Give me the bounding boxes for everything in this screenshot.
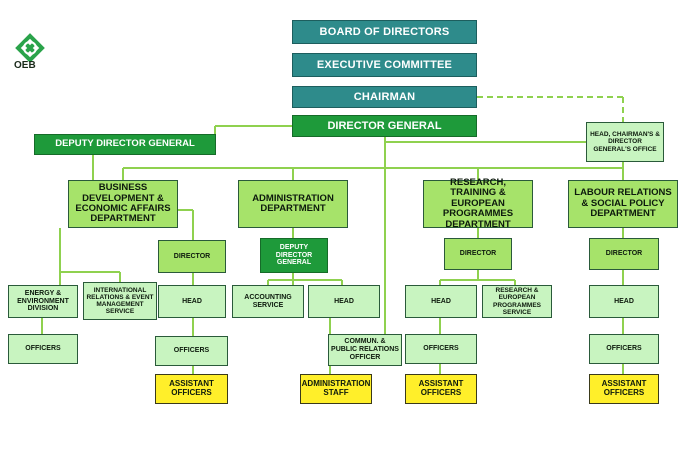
- admin-head-box[interactable]: HEAD: [308, 285, 380, 318]
- research-programmes-service-box[interactable]: RESEARCH & EUROPEAN PROGRAMMES SERVICE: [482, 285, 552, 318]
- head-chairman-office-box[interactable]: HEAD, CHAIRMAN'S & DIRECTOR GENERAL'S OF…: [586, 122, 664, 162]
- research-head-box[interactable]: HEAD: [405, 285, 477, 318]
- labour-assistant-officers-box[interactable]: ASSISTANT OFFICERS: [589, 374, 659, 404]
- admin-deputy-dg-box[interactable]: DEPUTY DIRECTOR GENERAL: [260, 238, 328, 273]
- labour-director-box[interactable]: DIRECTOR: [589, 238, 659, 270]
- labour-head-box[interactable]: HEAD: [589, 285, 659, 318]
- board-of-directors-box[interactable]: BOARD OF DIRECTORS: [292, 20, 477, 44]
- energy-officers-box[interactable]: OFFICERS: [8, 334, 78, 364]
- business-assistant-officers-box[interactable]: ASSISTANT OFFICERS: [155, 374, 228, 404]
- administration-staff-box[interactable]: ADMINISTRATION STAFF: [300, 374, 372, 404]
- research-department-box[interactable]: RESEARCH, TRAINING & EUROPEAN PROGRAMMES…: [423, 177, 533, 229]
- executive-committee-box[interactable]: EXECUTIVE COMMITTEE: [292, 53, 477, 77]
- deputy-director-general-box[interactable]: DEPUTY DIRECTOR GENERAL: [34, 134, 216, 155]
- labour-officers-box[interactable]: OFFICERS: [589, 334, 659, 364]
- research-director-box[interactable]: DIRECTOR: [444, 238, 512, 270]
- chairman-box[interactable]: CHAIRMAN: [292, 86, 477, 108]
- business-director-box[interactable]: DIRECTOR: [158, 240, 226, 273]
- business-officers-box[interactable]: OFFICERS: [155, 336, 228, 366]
- business-department-box[interactable]: BUSINESS DEVELOPMENT & ECONOMIC AFFAIRS …: [68, 180, 178, 228]
- energy-division-box[interactable]: ENERGY & ENVIRONMENT DIVISION: [8, 285, 78, 318]
- research-assistant-officers-box[interactable]: ASSISTANT OFFICERS: [405, 374, 477, 404]
- labour-department-box[interactable]: LABOUR RELATIONS & SOCIAL POLICY DEPARTM…: [568, 180, 678, 228]
- logo-text: OEB: [14, 60, 36, 71]
- administration-department-box[interactable]: ADMINISTRATION DEPARTMENT: [238, 180, 348, 228]
- accounting-service-box[interactable]: ACCOUNTING SERVICE: [232, 285, 304, 318]
- research-officers-box[interactable]: OFFICERS: [405, 334, 477, 364]
- business-head-box[interactable]: HEAD: [158, 285, 226, 318]
- intl-relations-service-box[interactable]: INTERNATIONAL RELATIONS & EVENT MANAGEME…: [83, 282, 157, 320]
- commun-relations-officer-box[interactable]: COMMUN. & PUBLIC RELATIONS OFFICER: [328, 334, 402, 366]
- director-general-box[interactable]: DIRECTOR GENERAL: [292, 115, 477, 137]
- oeb-logo-icon: [15, 33, 45, 63]
